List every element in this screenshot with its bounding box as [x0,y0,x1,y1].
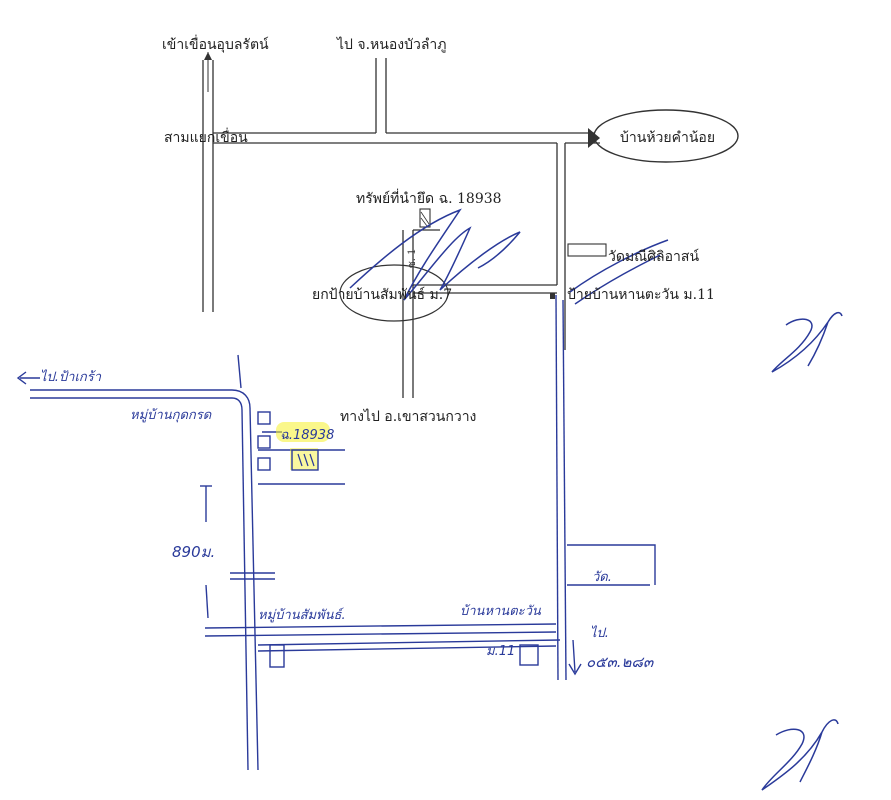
to-ban-ko-label: ไป.ป้าเกร้า [40,370,102,385]
ban-hantawan-label: บ้านหานตะวัน [460,604,541,619]
to-nongbualamphu-label: ไป จ.หนองบัวลำภู [337,37,447,53]
village-sampan-label: หมู่บ้านสัมพันธ์. [258,608,346,623]
moo11-label: ม.11 [486,644,516,659]
property-highlight [290,448,318,470]
huai-kham-noi-label: บ้านห้วยคำน้อย [620,130,716,146]
to-khao-suan-kwang-label: ทางไป อ.เขาสวนกวาง [340,409,477,425]
village-sign-m7-label: ยกป้ายบ้านสัมพันธ์ ม.7 [312,287,453,303]
signature-scribble [349,208,669,305]
to-route-label: ไป. [590,626,609,641]
initials-signature-bottom [761,719,839,791]
property-box [291,449,319,471]
village-sign-m11-label: ป้ายบ้านหานตะวัน ม.11 [567,287,715,303]
seized-property-label: ทรัพย์ที่นำยึด ฉ. 18938 [356,191,502,207]
initials-signature-top [771,311,843,373]
huai-kham-noi-ellipse [593,109,739,163]
route-number-label: ๐๕๓.๒๘๓ [586,653,654,671]
deed-highlight [276,422,330,442]
wat-label: วัด. [592,570,612,585]
printed-roads [202,52,607,398]
dam-junction-label: สามแยกเขื่อน [164,130,248,146]
sampan-sign-ellipse [339,264,449,322]
to-dam-label: เข้าเขื่อนอุบลรัตน์ [162,37,269,53]
hand-drawn-roads [16,294,656,771]
distance-label: 890ม. [172,543,216,561]
temple-label: วัดมณีศิลิอาสน์ [608,249,700,265]
village-kukkrot-label: หมู่บ้านกุดกรด [130,408,212,423]
svg-text:ซ. 1: ซ. 1 [407,248,418,268]
deed-number-label: ฉ.18938 [280,428,335,443]
